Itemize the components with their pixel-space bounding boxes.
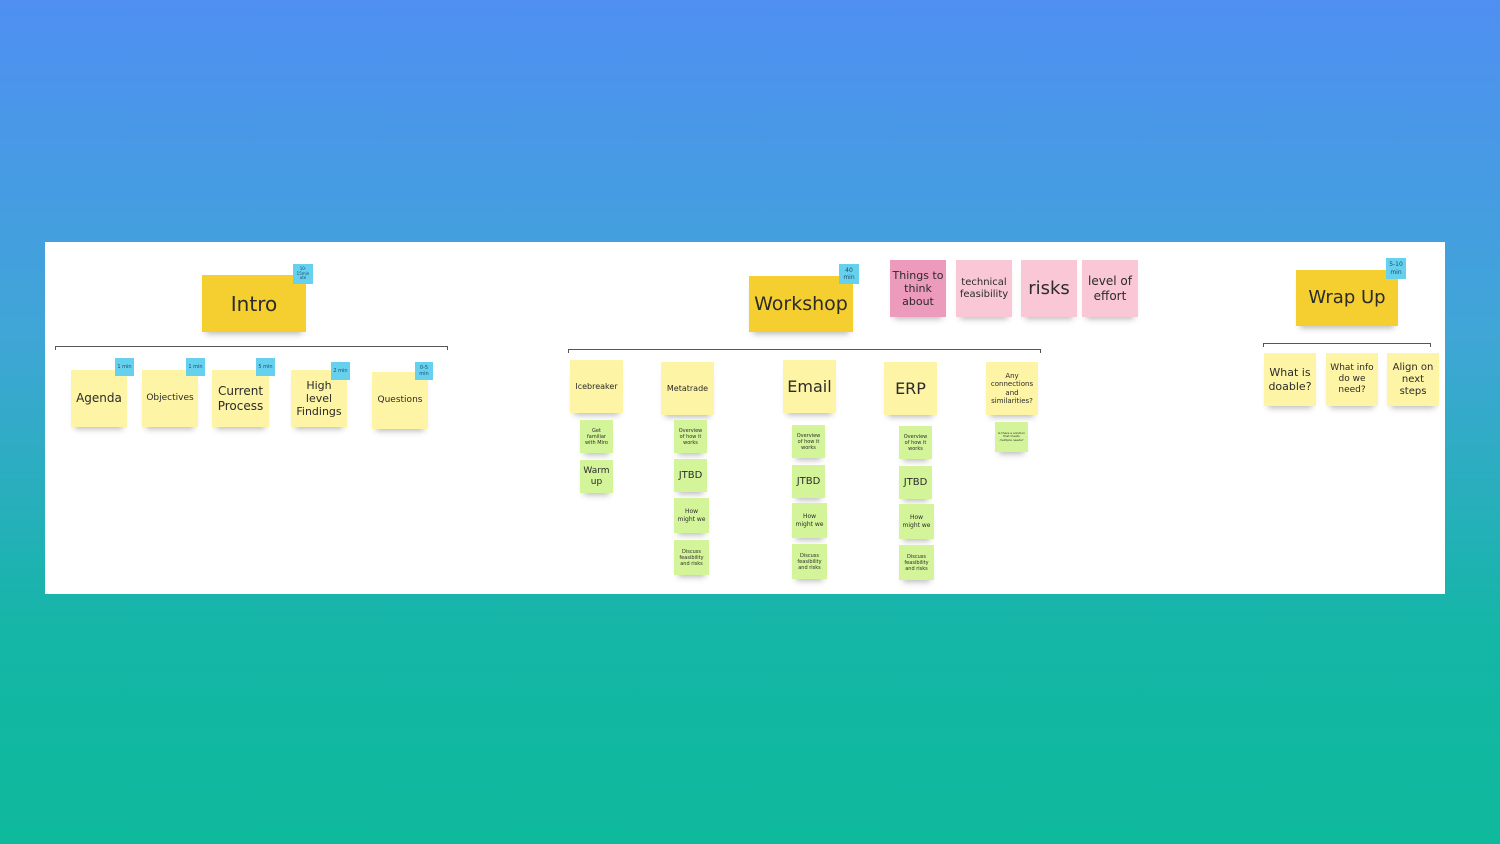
risks-note[interactable]: risks bbox=[1021, 260, 1077, 317]
workshop-connector-tick-right bbox=[1040, 349, 1041, 353]
workshop-time-tag[interactable]: 40 min bbox=[839, 264, 859, 284]
intro-item-current-process[interactable]: Current Process bbox=[212, 370, 269, 427]
think-about-note[interactable]: Things to think about bbox=[890, 260, 946, 317]
icebreaker-sub-get-familiar[interactable]: Get familiar with Miro bbox=[580, 420, 613, 453]
email-sub-how-might-we[interactable]: How might we bbox=[792, 503, 827, 538]
intro-item-agenda[interactable]: Agenda bbox=[71, 370, 127, 427]
technical-feasibility-note[interactable]: technical feasibility bbox=[956, 260, 1012, 317]
erp-sub-discuss[interactable]: Discuss feasibility and risks bbox=[899, 545, 934, 580]
metatrade-sub-jtbd[interactable]: JTBD bbox=[674, 459, 707, 492]
intro-connector-tick-right bbox=[447, 346, 448, 350]
level-of-effort-note[interactable]: level of effort bbox=[1082, 260, 1138, 317]
erp-sub-jtbd[interactable]: JTBD bbox=[899, 466, 932, 499]
workshop-connections-note[interactable]: Any connections and similarities? bbox=[986, 362, 1038, 415]
workshop-title-note[interactable]: Workshop bbox=[749, 276, 853, 332]
intro-item-questions-time[interactable]: 0-5 min bbox=[415, 362, 433, 380]
icebreaker-sub-warm-up[interactable]: Warm up bbox=[580, 460, 613, 493]
metatrade-sub-discuss[interactable]: Discuss feasibility and risks bbox=[674, 540, 709, 575]
wrapup-title-note[interactable]: Wrap Up bbox=[1296, 270, 1398, 326]
intro-item-objectives-time[interactable]: 1 min bbox=[186, 358, 205, 376]
intro-title-note[interactable]: Intro bbox=[202, 275, 306, 332]
wrapup-item-doable[interactable]: What is doable? bbox=[1264, 353, 1316, 406]
intro-item-objectives[interactable]: Objectives bbox=[142, 370, 198, 427]
workshop-connector-line bbox=[568, 349, 1041, 350]
workshop-connector-tick-left bbox=[568, 349, 569, 353]
intro-connector-line bbox=[55, 346, 448, 347]
intro-item-questions[interactable]: Questions bbox=[372, 372, 428, 429]
wrapup-time-tag[interactable]: 5-10 min bbox=[1386, 258, 1406, 279]
wrapup-item-info[interactable]: What info do we need? bbox=[1326, 353, 1378, 406]
erp-sub-how-might-we[interactable]: How might we bbox=[899, 504, 934, 539]
workshop-icebreaker-note[interactable]: Icebreaker bbox=[570, 360, 623, 413]
connections-sub-solution[interactable]: Is there a solution that meets multiple … bbox=[995, 422, 1028, 452]
wrapup-connector-tick-right bbox=[1430, 343, 1431, 347]
intro-time-tag[interactable]: 10-15min ute bbox=[293, 264, 313, 284]
wrapup-item-next-steps[interactable]: Align on next steps bbox=[1387, 353, 1439, 406]
intro-connector-tick-left bbox=[55, 346, 56, 350]
intro-item-high-level-findings-time[interactable]: 2 min bbox=[331, 362, 350, 380]
wrapup-connector-line bbox=[1263, 343, 1431, 344]
email-sub-discuss[interactable]: Discuss feasibility and risks bbox=[792, 544, 827, 579]
intro-item-agenda-time[interactable]: 1 min bbox=[115, 358, 134, 376]
email-sub-overview[interactable]: Overview of how it works bbox=[792, 425, 825, 458]
metatrade-sub-how-might-we[interactable]: How might we bbox=[674, 498, 709, 533]
intro-item-current-process-time[interactable]: 5 min bbox=[256, 358, 275, 376]
workshop-email-note[interactable]: Email bbox=[783, 360, 836, 413]
workshop-erp-note[interactable]: ERP bbox=[884, 362, 937, 415]
whiteboard: Intro 10-15min ute Agenda 1 min Objectiv… bbox=[45, 242, 1445, 594]
wrapup-connector-tick-left bbox=[1263, 343, 1264, 347]
metatrade-sub-overview[interactable]: Overview of how it works bbox=[674, 420, 707, 453]
erp-sub-overview[interactable]: Overview of how it works bbox=[899, 426, 932, 459]
email-sub-jtbd[interactable]: JTBD bbox=[792, 465, 825, 498]
workshop-metatrade-note[interactable]: Metatrade bbox=[661, 362, 714, 415]
